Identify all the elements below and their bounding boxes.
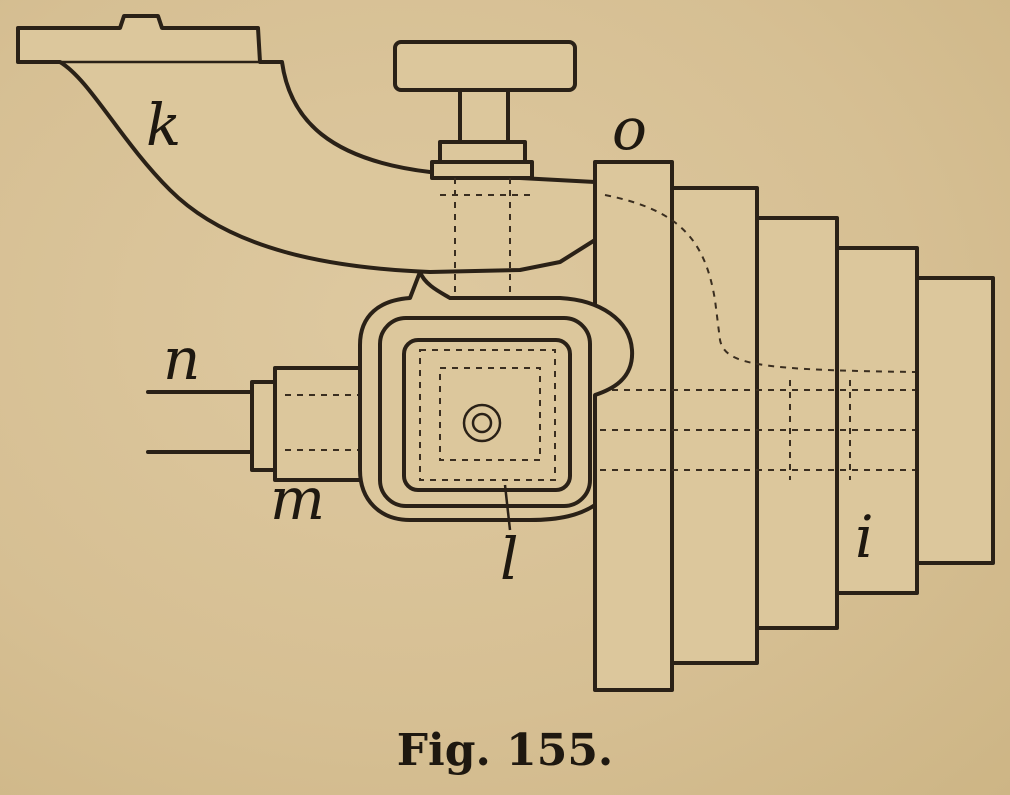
label-o: o — [612, 95, 647, 163]
cone-pulley-i — [593, 160, 995, 692]
shaft-n — [146, 366, 367, 482]
bracket-k — [16, 14, 597, 274]
label-l: l — [500, 525, 519, 593]
figure-caption: Fig. 155. — [396, 725, 614, 776]
label-n: n — [163, 325, 201, 393]
housing-m — [358, 270, 635, 531]
label-m: m — [270, 465, 325, 533]
label-k: k — [146, 91, 182, 159]
knob — [393, 40, 577, 300]
label-i: i — [855, 503, 874, 571]
